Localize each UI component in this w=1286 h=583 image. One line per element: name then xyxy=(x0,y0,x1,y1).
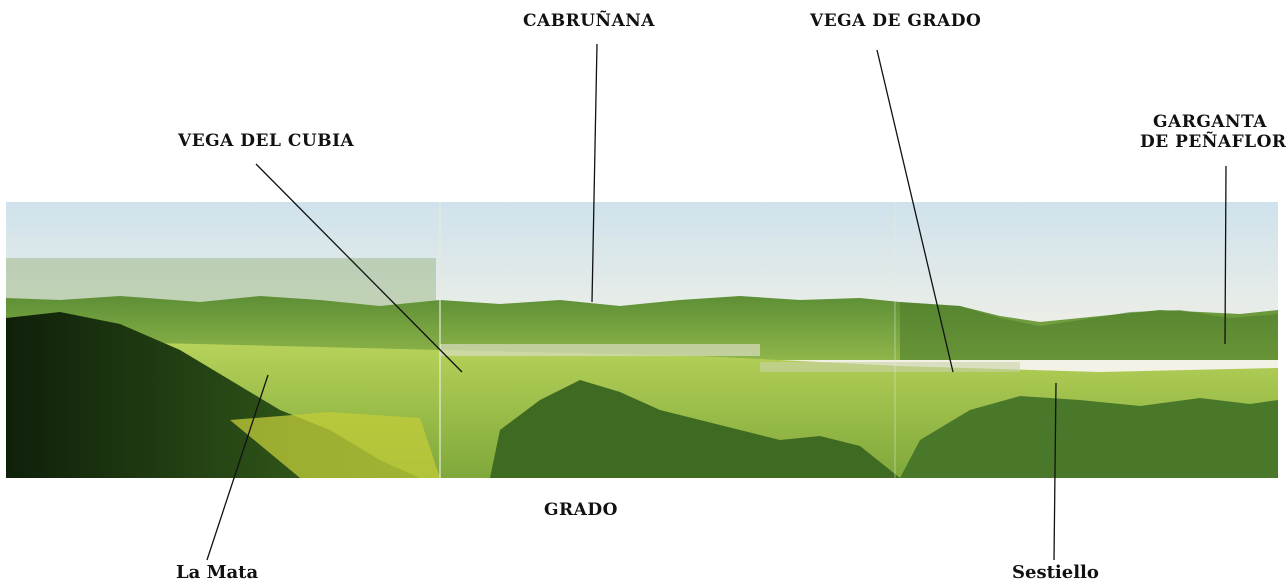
town-vega xyxy=(760,362,1020,372)
leader-lines xyxy=(206,43,1227,561)
leader-garganta xyxy=(1224,165,1227,345)
label-sestiello: Sestiello xyxy=(1012,562,1099,583)
leader-la-mata xyxy=(206,374,269,561)
leader-vega-de-grado xyxy=(876,49,954,373)
label-garganta-line2: DE PEÑAFLOR xyxy=(1140,132,1286,152)
label-la-mata: La Mata xyxy=(176,562,259,583)
panorama-photo xyxy=(6,202,1278,478)
leader-sestiello xyxy=(1053,382,1057,561)
town-grado xyxy=(440,344,760,356)
sunlit-meadow xyxy=(230,412,440,478)
foreground-shrubs-center xyxy=(490,380,900,478)
label-grado: GRADO xyxy=(544,500,618,520)
label-garganta-de-penaflor: GARGANTA DE PEÑAFLOR xyxy=(1140,112,1286,152)
foreground-shrubs-right xyxy=(900,396,1278,478)
right-ridge xyxy=(900,302,1278,360)
label-cabrunana: CABRUÑANA xyxy=(523,11,655,31)
leader-vega-del-cubia xyxy=(255,163,463,373)
label-vega-del-cubia: VEGA DEL CUBIA xyxy=(178,131,355,151)
label-garganta-line1: GARGANTA xyxy=(1153,112,1267,132)
leader-cabrunana xyxy=(591,43,598,303)
label-vega-de-grado: VEGA DE GRADO xyxy=(810,11,982,31)
